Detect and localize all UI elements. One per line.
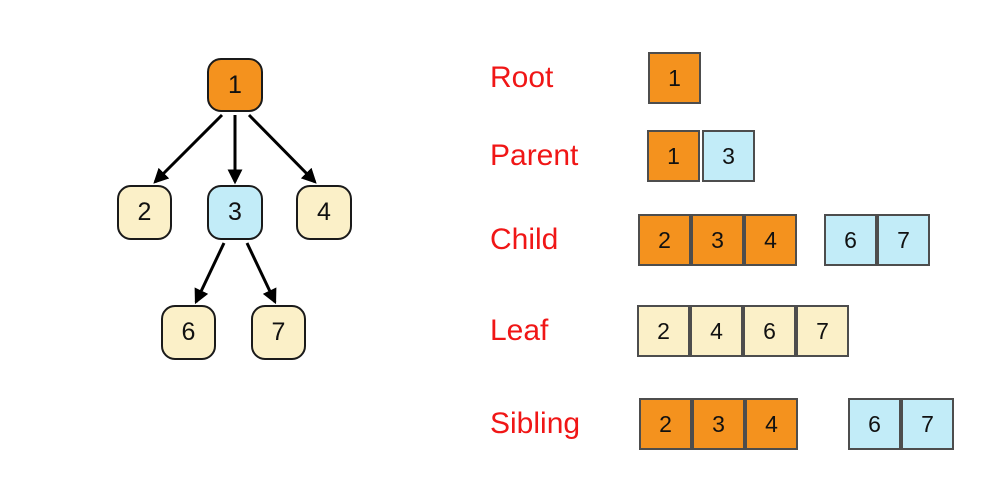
legend-label-root: Root <box>490 61 554 94</box>
legend-label-sibling: Sibling <box>490 407 581 440</box>
legend-label-child: Child <box>490 223 559 256</box>
legend-cell-sibling-6[interactable]: 6 <box>848 398 901 450</box>
legend-cell-root-1[interactable]: 1 <box>648 52 701 104</box>
legend-row-root: Root 1 <box>460 50 1000 106</box>
tree-node-1[interactable]: 1 <box>207 58 263 112</box>
tree-edge-n3-to-n7 <box>245 242 277 305</box>
tree-edge-n1-to-n2 <box>153 113 224 184</box>
legend-cell-sibling-7[interactable]: 7 <box>901 398 954 450</box>
tree-node-3[interactable]: 3 <box>207 185 263 240</box>
legend-cell-sibling-2[interactable]: 2 <box>639 398 692 450</box>
tree-edge-group <box>153 113 317 305</box>
tree-edge-n3-to-n6 <box>194 242 226 305</box>
tree-node-2[interactable]: 2 <box>117 185 172 240</box>
legend-label-parent: Parent <box>490 139 579 172</box>
legend-cell-leaf-4[interactable]: 4 <box>690 305 743 357</box>
tree-edge-n1-to-n4 <box>247 113 317 184</box>
tree-node-6[interactable]: 6 <box>161 305 216 360</box>
legend-cell-leaf-7[interactable]: 7 <box>796 305 849 357</box>
legend-cell-child-6[interactable]: 6 <box>824 214 877 266</box>
legend-label-leaf: Leaf <box>490 314 549 347</box>
legend-cell-parent-3[interactable]: 3 <box>702 130 755 182</box>
tree-edges-svg <box>153 113 317 305</box>
legend-cell-parent-1[interactable]: 1 <box>647 130 700 182</box>
tree-node-7[interactable]: 7 <box>251 305 306 360</box>
legend-cell-sibling-4[interactable]: 4 <box>745 398 798 450</box>
legend-cell-child-3[interactable]: 3 <box>691 214 744 266</box>
legend-cell-leaf-6[interactable]: 6 <box>743 305 796 357</box>
legend-cell-child-7[interactable]: 7 <box>877 214 930 266</box>
legend-cell-leaf-2[interactable]: 2 <box>637 305 690 357</box>
legend-cell-sibling-3[interactable]: 3 <box>692 398 745 450</box>
legend-box-group-root-0: 1 <box>648 52 701 104</box>
legend-cell-child-4[interactable]: 4 <box>744 214 797 266</box>
legend-cell-child-2[interactable]: 2 <box>638 214 691 266</box>
tree-node-4[interactable]: 4 <box>296 185 352 240</box>
